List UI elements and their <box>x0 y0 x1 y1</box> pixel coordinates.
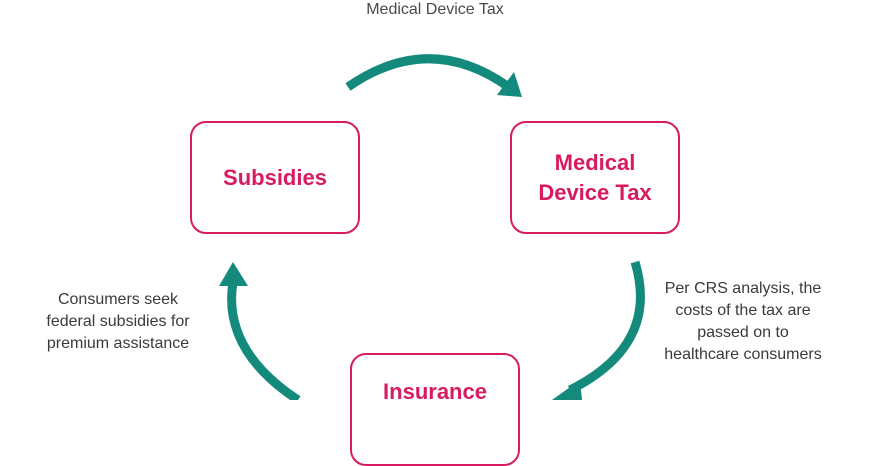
medical-device-tax-box: Medical Device Tax <box>510 121 680 234</box>
insurance-box: Insurance <box>350 353 520 466</box>
arrow-left <box>227 281 301 400</box>
medical-device-tax-label: Medical Device Tax <box>538 149 652 205</box>
arrow-right-head <box>552 380 582 400</box>
top-label: Medical Device Tax <box>366 1 504 18</box>
arrow-left-head <box>219 262 248 286</box>
insurance-label: Insurance <box>383 379 487 404</box>
subsidies-label: Subsidies <box>223 164 327 190</box>
arrow-right <box>567 260 645 395</box>
arrow-top-head <box>497 72 522 97</box>
cost-passthrough-note: Per CRS analysis, the costs of the tax a… <box>664 280 822 363</box>
cycle-arrows <box>219 54 645 400</box>
subsidies-note: Consumers seek federal subsidies for pre… <box>46 291 190 352</box>
subsidies-box: Subsidies <box>190 121 360 234</box>
arrow-top <box>345 54 513 92</box>
